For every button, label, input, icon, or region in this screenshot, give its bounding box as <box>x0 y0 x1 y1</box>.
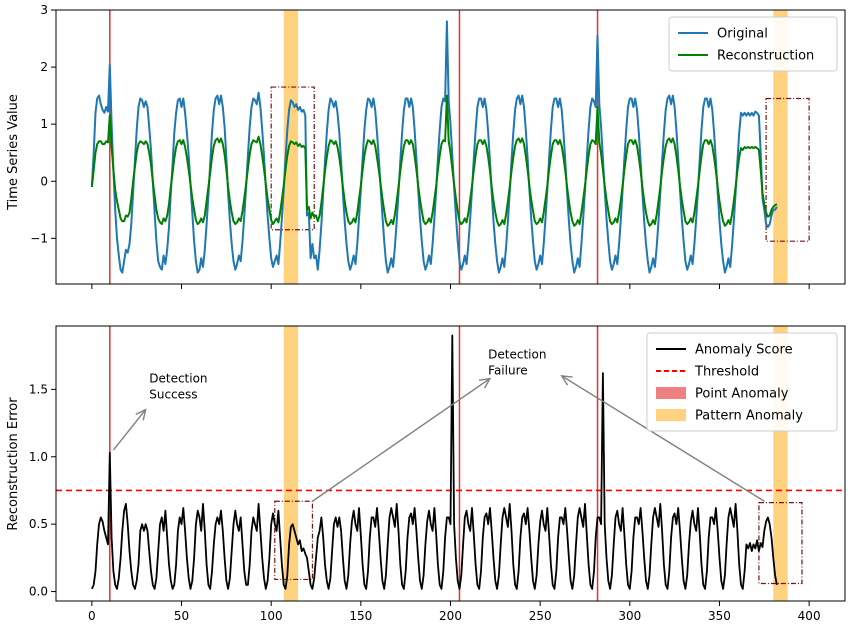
series-line <box>91 334 778 590</box>
dashed-box <box>765 97 810 242</box>
y-tick-label: 3 <box>40 3 48 17</box>
x-tick-label: 100 <box>260 609 283 623</box>
legend-swatch <box>656 409 686 421</box>
x-tick-label: 350 <box>708 609 731 623</box>
bottom-x-ticks: 0 50 100 150 200 250 300 350 400 <box>88 601 821 623</box>
dashed-box <box>270 86 315 231</box>
top-dashed-boxes <box>270 86 810 242</box>
top-ylabel: Time Series Value <box>6 94 21 211</box>
y-tick-label: 2 <box>40 60 48 74</box>
legend-label: Threshold <box>694 365 759 380</box>
x-tick-label: 200 <box>439 609 462 623</box>
legend-swatch <box>656 387 686 399</box>
dashed-box <box>758 501 803 585</box>
top-y-ticks: 3 2 1 0 −1 <box>30 3 56 245</box>
legend-box <box>646 332 838 432</box>
y-tick-label: 0 <box>40 174 48 188</box>
legend-label: Pattern Anomaly <box>695 409 803 424</box>
annotation-line: Failure <box>488 363 527 377</box>
annotation-arrow <box>112 409 147 451</box>
legend-box <box>668 16 838 72</box>
x-tick-label: 0 <box>88 609 96 623</box>
top-x-ticks <box>91 284 810 289</box>
series-line <box>90 94 778 227</box>
annotation-line: Detection <box>149 372 207 386</box>
legend-label: Point Anomaly <box>695 387 789 402</box>
series-line <box>90 20 778 274</box>
pattern-band <box>283 10 299 284</box>
top-series <box>90 20 778 274</box>
legend-label: Anomaly Score <box>695 343 793 358</box>
annotation-arrowhead <box>478 377 492 389</box>
annotation-arrow <box>312 377 491 502</box>
annotation-line: Success <box>149 388 197 402</box>
x-tick-label: 50 <box>174 609 189 623</box>
bottom-panel: 0.0 0.5 1.0 1.5 0 50 100 150 200 250 300 350 400 Re… <box>6 325 846 623</box>
y-tick-label: 1.5 <box>29 382 48 396</box>
y-tick-label: 0.0 <box>29 585 48 599</box>
x-tick-label: 400 <box>798 609 821 623</box>
annotation-line: Detection <box>488 347 546 361</box>
dashed-box <box>274 500 314 581</box>
top-pattern-bands <box>283 10 788 284</box>
y-tick-label: 1.0 <box>29 450 48 464</box>
x-tick-label: 150 <box>349 609 372 623</box>
pattern-band <box>283 326 299 601</box>
y-tick-label: 1 <box>40 117 48 131</box>
bottom-y-ticks: 0.0 0.5 1.0 1.5 <box>29 382 56 599</box>
top-panel: 3 2 1 0 −1 Time Series Value OriginalReconst… <box>6 3 846 289</box>
bottom-ylabel: Reconstruction Error <box>6 397 21 531</box>
y-tick-label: 0.5 <box>29 517 48 531</box>
bottom-series <box>91 334 778 590</box>
annotation-arrowhead <box>135 408 147 421</box>
pattern-band <box>773 10 788 284</box>
legend-label: Original <box>717 27 768 42</box>
x-tick-label: 250 <box>529 609 552 623</box>
x-tick-label: 300 <box>618 609 641 623</box>
y-tick-label: −1 <box>30 231 48 245</box>
bottom-dashed-boxes <box>274 500 803 585</box>
annotation-arrowhead <box>560 375 573 386</box>
annotation-arrow <box>561 375 765 502</box>
legend-label: Reconstruction <box>717 49 814 64</box>
